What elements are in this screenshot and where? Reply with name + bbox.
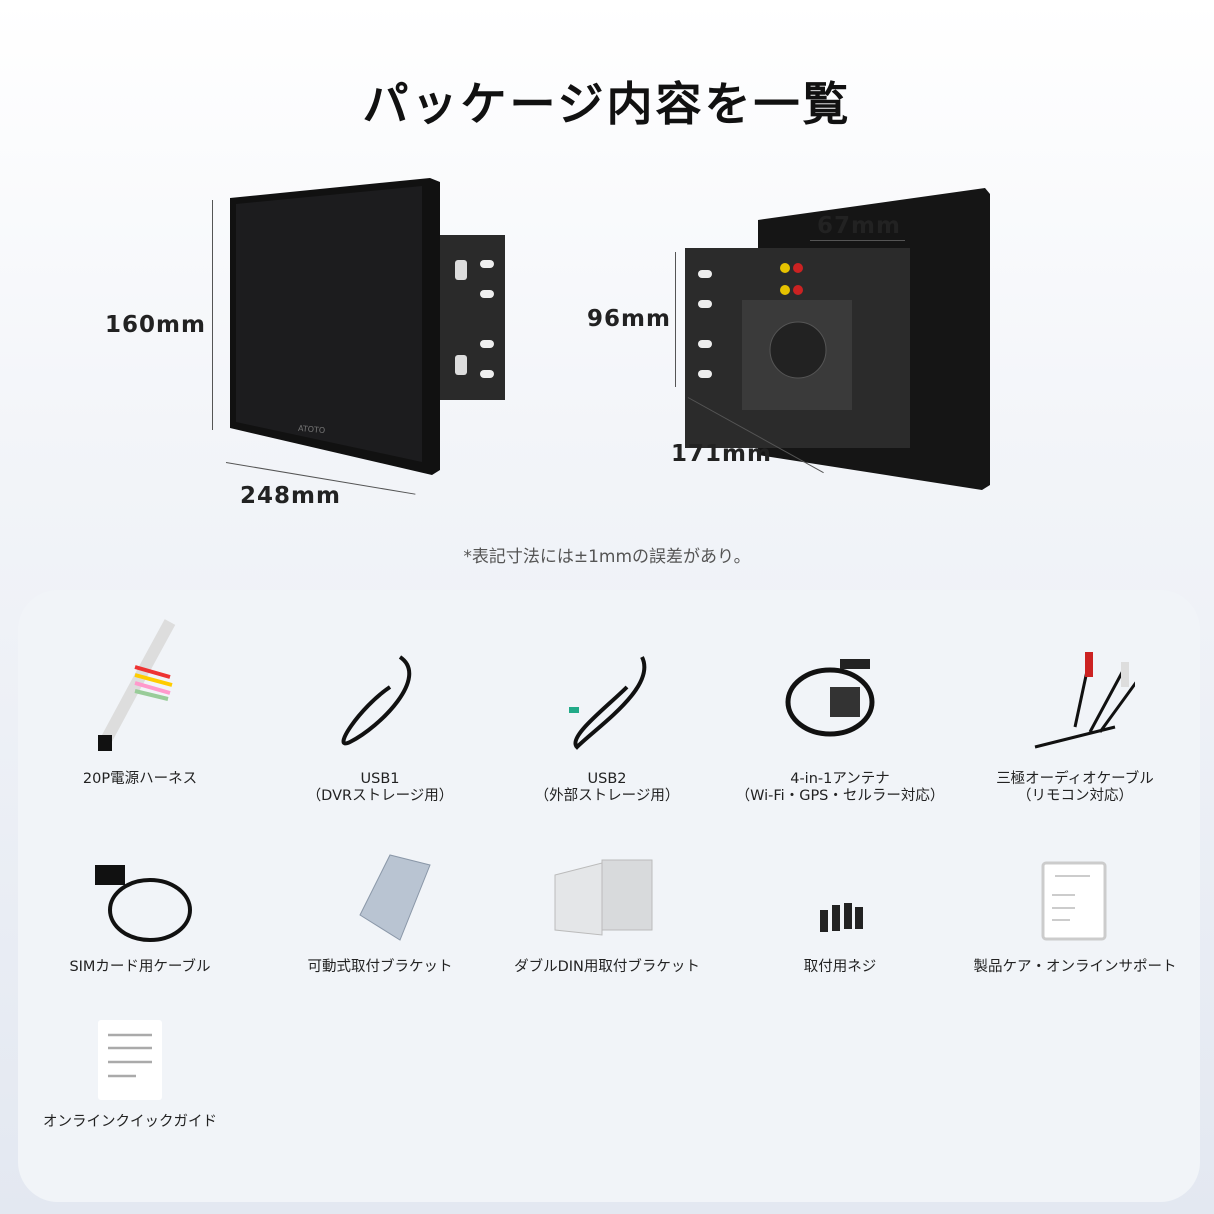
item-label: 4-in-1アンテナ [790,771,890,787]
item-label: USB1 [360,771,400,787]
item-label: USB2 [587,771,627,787]
page-title: パッケージ内容を一覧 [362,77,852,131]
screws-image [820,903,863,932]
item-movable-bracket: 可動式取付ブラケット [265,805,495,976]
item-label: SIMカード用ケーブル [69,959,211,975]
item-label: 取付用ネジ [803,959,877,975]
rear-unit-image [685,188,990,490]
item-usb2: USB2（外部ストレージ用） [492,617,722,805]
item-audio-cable: 三極オーディオケーブル（リモコン対応） [960,617,1190,805]
rear-height-label: 96mm [587,306,671,332]
item-label: オンラインクイックガイド [43,1114,217,1130]
usb2-cable-image [569,656,647,750]
item-quick-guide: オンラインクイックガイド [15,960,245,1131]
item-sublabel: （リモコン対応） [1017,788,1133,804]
audio-cable-image [1034,652,1135,749]
item-din-bracket: ダブルDIN用取付ブラケット [492,805,722,976]
front-height-label: 160mm [105,312,206,338]
item-sublabel: （外部ストレージ用） [534,788,680,804]
rear-width-label: 67mm [817,213,901,239]
front-unit-image [230,178,505,475]
support-document-icon [1041,861,1107,941]
harness-image [98,619,176,751]
quick-guide-icon [98,1020,162,1100]
item-online-support: 製品ケア・オンラインサポート [960,805,1190,976]
item-sublabel: （DVRストレージ用） [306,788,454,804]
front-width-label: 248mm [240,483,341,509]
sim-cable-image [95,865,192,942]
antenna-image [785,659,875,737]
item-sublabel: （Wi-Fi・GPS・セルラー対応） [735,788,945,804]
item-sim-cable: SIMカード用ケーブル [25,805,255,976]
usb1-cable-image [341,655,412,746]
item-antenna: 4-in-1アンテナ（Wi-Fi・GPS・セルラー対応） [725,617,955,805]
item-label: 三極オーディオケーブル [996,771,1154,787]
tolerance-note: *表記寸法には±1mmの誤差があり。 [463,547,751,567]
item-label: 製品ケア・オンラインサポート [973,959,1177,975]
item-label: ダブルDIN用取付ブラケット [514,959,700,975]
item-label: 20P電源ハーネス [82,771,198,787]
din-bracket-image [554,859,653,936]
movable-bracket-image [359,854,431,941]
item-screws: 取付用ネジ [725,805,955,976]
item-label: 可動式取付ブラケット [307,959,453,975]
rear-depth-label: 171mm [671,441,772,467]
item-usb1: USB1（DVRストレージ用） [265,617,495,805]
item-power-harness: 20P電源ハーネス [25,617,255,788]
